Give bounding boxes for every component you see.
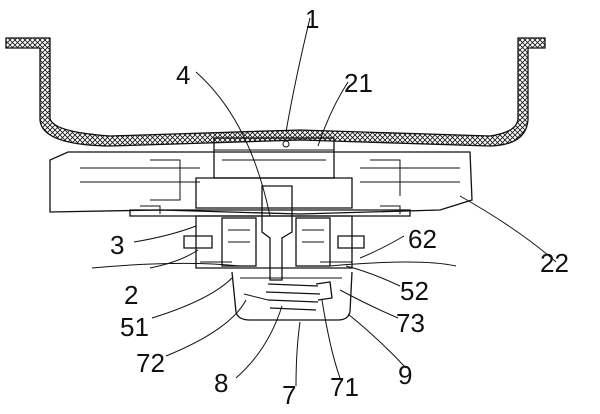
- label-52: 52: [400, 276, 429, 306]
- lower-cup: [231, 271, 353, 321]
- support-plate-line: [91, 261, 457, 269]
- leader-lines: [133, 17, 557, 387]
- label-73: 73: [396, 308, 425, 338]
- label-62: 62: [408, 224, 437, 254]
- label-4: 4: [176, 60, 190, 90]
- label-2: 2: [124, 280, 138, 310]
- mounting-plate: [129, 205, 411, 217]
- label-9: 9: [398, 360, 412, 390]
- label-71: 71: [330, 372, 359, 402]
- label-8: 8: [214, 368, 228, 398]
- label-72: 72: [136, 348, 165, 378]
- spring: [243, 281, 333, 311]
- label-3: 3: [110, 230, 124, 260]
- base-housing: [49, 151, 473, 215]
- label-21: 21: [344, 68, 373, 98]
- bracket-assembly: [183, 215, 365, 269]
- label-51: 51: [120, 312, 149, 342]
- label-1: 1: [305, 4, 319, 34]
- inner-pot-wall: [5, 37, 546, 147]
- label-7: 7: [282, 380, 296, 410]
- label-22: 22: [540, 248, 569, 278]
- central-shaft: [261, 185, 293, 281]
- sensor-head: [195, 137, 353, 209]
